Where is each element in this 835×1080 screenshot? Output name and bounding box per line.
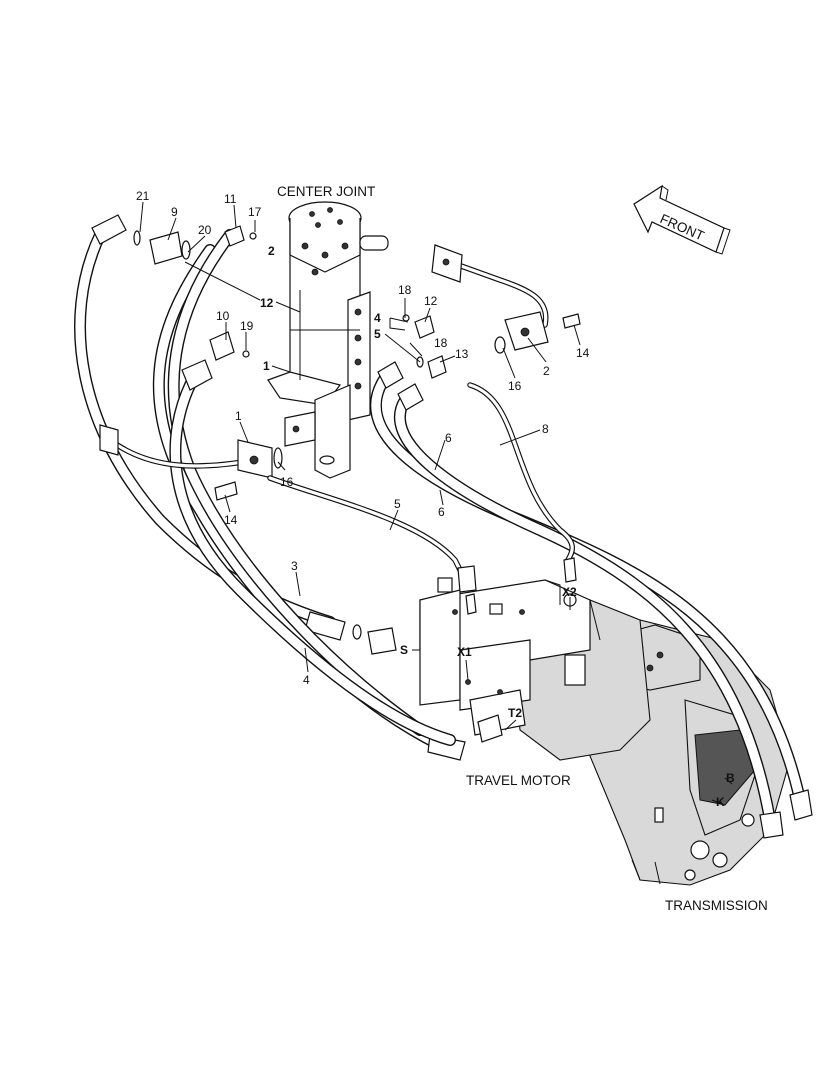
travel-motor-title: TRAVEL MOTOR (466, 773, 571, 788)
callout-3: 3 (291, 559, 298, 573)
callout-2-right: 2 (543, 364, 550, 378)
leader-lines (139, 201, 733, 805)
port-x2: X2 (562, 585, 577, 599)
callout-18-b: 18 (434, 336, 448, 350)
callout-9: 9 (171, 205, 178, 219)
callout-6-a: 6 (445, 431, 452, 445)
callout-6-b: 6 (438, 505, 445, 519)
hose-1 (169, 359, 456, 746)
hose-8 (467, 382, 575, 563)
port-x1: X1 (457, 645, 472, 659)
callout-12-right: 12 (424, 294, 438, 308)
travel-motor (419, 577, 651, 761)
tube-1 (99, 424, 273, 479)
callout-4-top: 4 (374, 311, 381, 325)
callout-1-mid: 1 (263, 359, 270, 373)
fittings (133, 225, 581, 743)
callout-16-right: 16 (508, 379, 522, 393)
callout-21: 21 (136, 189, 150, 203)
port-t2: T2 (508, 706, 522, 720)
callout-16-left: 16 (280, 475, 294, 489)
front-arrow-icon: FRONT (633, 184, 731, 255)
callout-14-right: 14 (576, 346, 590, 360)
callout-14-left: 14 (224, 513, 238, 527)
callout-1-flange: 1 (235, 409, 242, 423)
callout-10: 10 (216, 309, 230, 323)
callout-13: 13 (455, 347, 469, 361)
callout-18-a: 18 (398, 283, 412, 297)
hose-12 (167, 229, 426, 736)
center-joint (267, 201, 389, 479)
port-labels: S X1 X2 T2 B K (400, 585, 735, 809)
callout-2-top: 2 (268, 244, 275, 258)
port-s: S (400, 643, 408, 657)
port-k: K (716, 795, 725, 809)
tube-5 (267, 475, 477, 593)
callout-5-top: 5 (374, 327, 381, 341)
callout-4-hose: 4 (303, 673, 310, 687)
callout-17: 17 (248, 205, 262, 219)
callout-11: 11 (224, 192, 237, 206)
part-callouts: 21 9 20 11 17 2 12 18 12 4 5 18 13 10 19… (136, 189, 590, 687)
center-joint-title: CENTER JOINT (277, 184, 375, 199)
callout-12-mid: 12 (260, 296, 274, 310)
transmission-title: TRANSMISSION (665, 898, 768, 913)
callout-19: 19 (240, 319, 254, 333)
hose-6b (393, 383, 784, 839)
callout-8: 8 (542, 422, 549, 436)
tube-2 (431, 244, 549, 351)
port-b: B (726, 771, 735, 785)
callout-20: 20 (198, 223, 212, 237)
callout-5-hose: 5 (394, 497, 401, 511)
